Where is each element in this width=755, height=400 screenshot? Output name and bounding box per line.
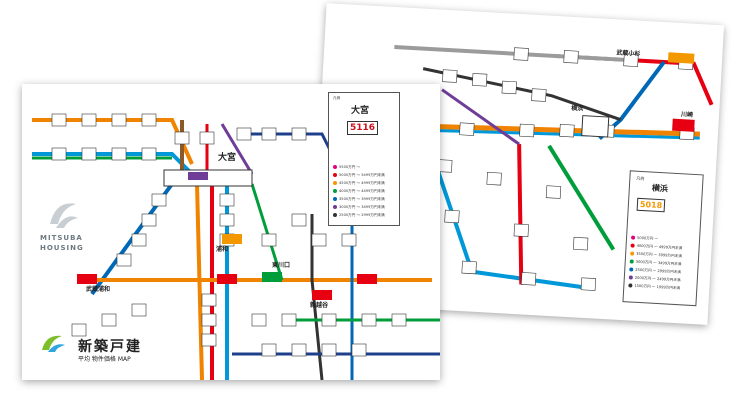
map-subtitle: 平均 物件価格 MAP — [78, 356, 131, 363]
higashikawaguchi-price-tag — [262, 272, 282, 282]
legend-price-sample: 5018 — [636, 197, 666, 213]
legend-price-sample: 5116 — [347, 121, 379, 135]
legend-row: 2500万円 〜 2999万円未満 — [333, 213, 385, 218]
musashikosugi-price-tag — [667, 52, 695, 64]
legend-row: 3500万円 〜 3999万円未満 — [630, 251, 682, 259]
route-line-orange-north — [32, 118, 194, 165]
musashiurawa-price-tag — [77, 274, 97, 284]
route-line-dark — [422, 67, 622, 122]
legend-row: 2500万円 〜 2999万円未満 — [629, 267, 681, 275]
station-label-yokohama: 横浜 — [570, 104, 584, 113]
legend-row: 3000万円 〜 3499万円未満 — [629, 259, 682, 267]
legend-row: 5500万円 〜 — [333, 165, 360, 170]
musashiurawa-station-label: 武蔵浦和 — [86, 286, 111, 293]
higashikawaguchi-station-label: 東川口 — [272, 262, 291, 269]
yokohama-center-marker — [581, 115, 610, 138]
legend-station-name: 横浜 — [651, 183, 669, 194]
legend-row: 5000万円 〜 5499万円未満 — [333, 173, 385, 178]
station-label-kawasaki: 川崎 — [680, 111, 694, 119]
route-line-green-center — [250, 183, 284, 281]
urawa-price-tag — [222, 234, 242, 244]
brand-subname: HOUSING — [40, 244, 84, 252]
legend-row: 1500万円 〜 1999万円未満 — [628, 283, 680, 291]
omiya-legend: 凡例 大宮 5116 5500万円 〜 5000万円 〜 5499万円未満 45… — [328, 92, 400, 226]
minamiurawa-price-tag — [217, 274, 237, 284]
mitsuba-logo-icon — [50, 203, 78, 228]
yokohama-route-map — [329, 44, 714, 291]
legend-row: 5000万円 〜 — [630, 235, 658, 242]
station-label-musashikosugi: 武蔵小杉 — [616, 49, 641, 58]
omiya-station-label: 大宮 — [218, 153, 237, 163]
legend-row: 4000万円 〜 4999万円未満 — [630, 243, 682, 251]
omiya-route-map — [32, 113, 440, 380]
route-line-purple — [441, 88, 520, 146]
legend-row: 4500万円 〜 4999万円未満 — [333, 181, 385, 186]
shinkoshigaya-station-label: 新越谷 — [310, 302, 329, 309]
yokohama-legend: 凡例 横浜 5018 5000万円 〜 4000万円 〜 4999万円未満 35… — [622, 170, 704, 307]
route-line-red-south — [517, 144, 524, 285]
legend-row: 3000万円 〜 3499万円未満 — [333, 205, 385, 210]
mitsuba-small-logo-icon — [42, 335, 65, 352]
omiya-map-sheet: MITSUBA HOUSING 新築戸建 平均 物件価格 MAP 大宮 浦和 武… — [22, 84, 440, 380]
urawa-station-label: 浦和 — [216, 246, 229, 253]
legend-row: 3500万円 〜 3999万円未満 — [333, 197, 385, 202]
legend-row: 4000万円 〜 4499万円未満 — [333, 189, 385, 194]
route-line-green — [547, 144, 616, 251]
map-title: 新築戸建 — [78, 339, 142, 355]
kawasaki-price-tag — [672, 118, 695, 132]
route-line-blue-west — [32, 152, 194, 176]
koshigaya-price-tag — [357, 274, 377, 284]
shinkoshigaya-price-tag — [312, 290, 332, 300]
route-line-purple-north — [220, 123, 254, 175]
legend-station-name: 大宮 — [351, 106, 370, 116]
brand-name: MITSUBA — [40, 234, 83, 242]
station-markers — [51, 113, 407, 357]
legend-row: 2000万円 〜 2499万円未満 — [628, 275, 681, 283]
yokohama-map-sheet: 武蔵小杉 川崎 横浜 凡例 横浜 5018 5000万円 〜 4000万円 〜 … — [309, 3, 725, 325]
omiya-price-tag — [188, 172, 208, 180]
